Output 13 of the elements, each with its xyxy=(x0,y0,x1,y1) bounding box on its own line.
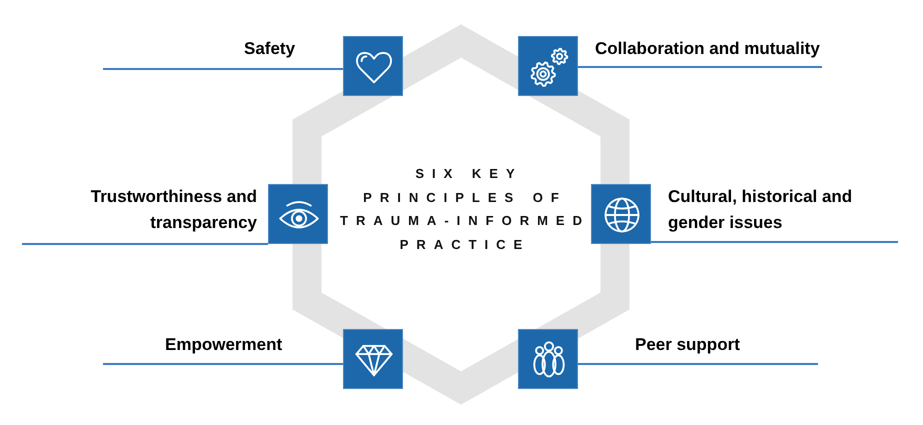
icon-tile xyxy=(518,329,578,389)
principle-label: Collaboration and mutuality xyxy=(595,38,820,60)
center-heading: SIX KEY PRINCIPLES OF TRAUMA-INFORMED PRACTICE xyxy=(339,165,591,254)
principle-label: Empowerment xyxy=(165,334,282,356)
icon-tile xyxy=(591,184,651,244)
icon-tile xyxy=(518,36,578,96)
principle-label: Cultural, historical and gender issues xyxy=(668,186,854,234)
principle-label: Peer support xyxy=(635,334,740,356)
icon-tile xyxy=(343,36,403,96)
principle-label: Trustworthiness and transparency xyxy=(90,186,257,234)
icon-tile xyxy=(268,184,328,244)
icon-tile xyxy=(343,329,403,389)
principle-label: Safety xyxy=(244,38,296,60)
